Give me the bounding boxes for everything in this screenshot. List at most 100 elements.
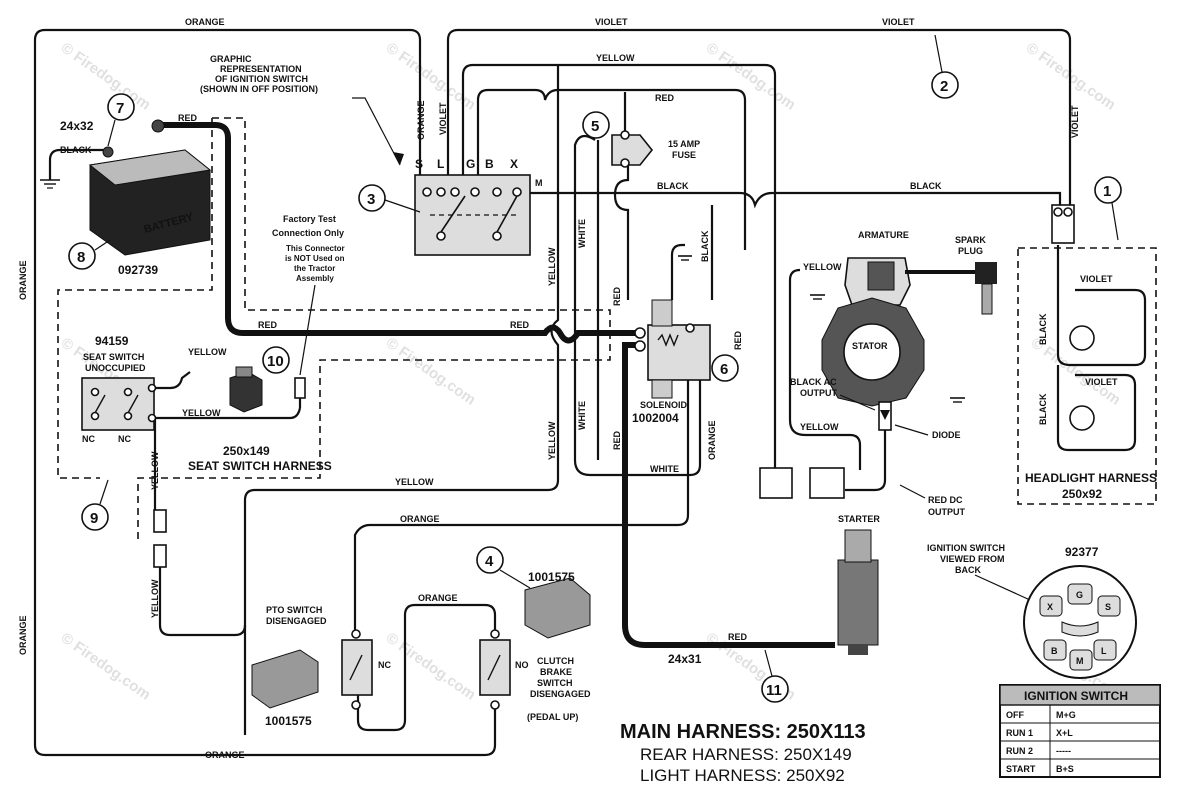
- ignition-graphic-label: GRAPHIC: [210, 54, 252, 64]
- battery-size: 24x32: [60, 119, 94, 133]
- headlight-bulb: [1069, 325, 1095, 351]
- wire-yellow-stator: [764, 300, 777, 482]
- callout-7: 7: [107, 93, 135, 147]
- wire-label: ORANGE: [18, 615, 28, 655]
- pto-switch-body: [341, 639, 373, 696]
- solenoid-terminal: [685, 323, 695, 333]
- connector: [153, 509, 167, 533]
- solenoid-bracket: [651, 379, 673, 399]
- wire-yellow-seat2: [152, 407, 302, 420]
- callout-10: 10: [262, 346, 290, 374]
- terminal: [1063, 207, 1073, 217]
- no-label: NO: [515, 660, 529, 670]
- callout-number: 4: [485, 553, 494, 570]
- terminal: [90, 411, 100, 421]
- wire-orange-pto: [356, 603, 497, 732]
- fuse-body: [611, 134, 654, 166]
- wire-label: YELLOW: [803, 262, 842, 272]
- terminal: [512, 187, 522, 197]
- wire-label: RED: [728, 632, 748, 642]
- watermark: © Firedog.com: [383, 629, 479, 703]
- leader: [899, 484, 926, 499]
- stator-hub: [843, 323, 901, 381]
- watermark: © Firedog.com: [58, 629, 154, 703]
- table-cell: OFF: [1006, 710, 1024, 720]
- light-harness-title: LIGHT HARNESS: 250X92: [640, 766, 845, 785]
- wire-label: ORANGE: [205, 750, 245, 760]
- wire-label: VIOLET: [1085, 377, 1118, 387]
- terminal: [620, 158, 630, 168]
- seat-part: 94159: [95, 334, 129, 348]
- stator-connector: [759, 467, 793, 499]
- wire-label: YELLOW: [596, 53, 635, 63]
- fuse-label: 15 AMP: [668, 139, 700, 149]
- main-harness-boundary: [137, 117, 611, 540]
- clutch-connector-body: [524, 577, 591, 639]
- connector-tab: [235, 366, 253, 378]
- callout-number: 8: [77, 249, 85, 266]
- wire-diode: [845, 390, 887, 492]
- clutch-label: BRAKE: [540, 667, 572, 677]
- solenoid: SOLENOID 1002004: [632, 243, 711, 425]
- wire-label: WHITE: [650, 464, 679, 474]
- wire-label: BLACK: [700, 230, 710, 262]
- wire-label: ORANGE: [185, 17, 225, 27]
- seat-switch-body: [81, 377, 155, 431]
- terminal: [147, 383, 157, 393]
- wire-label: WHITE: [577, 401, 587, 430]
- ignition-graphic-label: OF IGNITION SWITCH: [215, 74, 308, 84]
- test-connector: [294, 377, 306, 399]
- clutch-label: (PEDAL UP): [527, 712, 578, 722]
- engine-charging: ARMATURE SPARK PLUG STATOR BLACK AC OUTP…: [759, 230, 997, 517]
- nc-label: NC: [378, 660, 391, 670]
- red-dc-label: RED DC: [928, 495, 963, 505]
- wire-battery-black: [48, 148, 110, 180]
- wire-label: VIOLET: [438, 102, 448, 135]
- harness-titles: MAIN HARNESS: 250X113 REAR HARNESS: 250X…: [620, 721, 866, 785]
- wire-label: RED: [612, 430, 622, 450]
- rear-harness-title: REAR HARNESS: 250X149: [640, 745, 852, 764]
- wire-label: ORANGE: [416, 100, 426, 140]
- wire-black-main: [526, 191, 1062, 212]
- pto-label: DISENGAGED: [266, 616, 327, 626]
- watermarks: © Firedog.com © Firedog.com © Firedog.co…: [58, 39, 1124, 703]
- table-cell: RUN 1: [1006, 728, 1033, 738]
- terminal: [620, 130, 630, 140]
- wire-label: WHITE: [577, 219, 587, 248]
- callout-number: 1: [1103, 183, 1111, 200]
- wire-label: RED: [612, 286, 622, 306]
- connector-body: [229, 371, 263, 413]
- wire-yellow-top: [461, 63, 777, 300]
- ign-pin: [1093, 639, 1117, 661]
- terminal-label: S: [415, 157, 423, 171]
- pto-part: 1001575: [265, 714, 312, 728]
- battery-terminal-pos: [151, 119, 165, 133]
- starter: STARTER 24x31 RED: [668, 514, 880, 666]
- wire-labels: ORANGE VIOLET VIOLET YELLOW RED BLACK BL…: [18, 17, 1080, 760]
- seat-switch: 94159 SEAT SWITCH UNOCCUPIED NC NC 250x1…: [81, 334, 332, 618]
- red-dc-label: OUTPUT: [928, 507, 966, 517]
- clutch-label: DISENGAGED: [530, 689, 591, 699]
- connector: [153, 544, 167, 568]
- solenoid-part: 1002004: [632, 411, 679, 425]
- wire-label: YELLOW: [188, 347, 227, 357]
- ignition-graphic-label: (SHOWN IN OFF POSITION): [200, 84, 318, 94]
- ign-back-label: IGNITION SWITCH: [927, 543, 1005, 553]
- wire-white: [573, 134, 702, 477]
- table-title: IGNITION SWITCH: [1024, 689, 1128, 703]
- wire-label: BLACK: [910, 181, 942, 191]
- table-cell: START: [1006, 764, 1036, 774]
- terminal: [490, 700, 500, 710]
- callout-3: 3: [358, 184, 421, 213]
- callout-number: 7: [116, 100, 124, 117]
- starter-base: [848, 645, 868, 655]
- headlight-bulb: [1069, 405, 1095, 431]
- wire-label: YELLOW: [547, 247, 557, 286]
- callout-number: 3: [367, 191, 375, 208]
- clutch-label: SWITCH: [537, 678, 573, 688]
- spark-plug: [981, 283, 993, 315]
- wire-label: RED: [258, 320, 278, 330]
- black-ac-label: OUTPUT: [800, 388, 838, 398]
- wire-label: YELLOW: [150, 451, 160, 490]
- fuse: 15 AMP FUSE: [611, 130, 700, 168]
